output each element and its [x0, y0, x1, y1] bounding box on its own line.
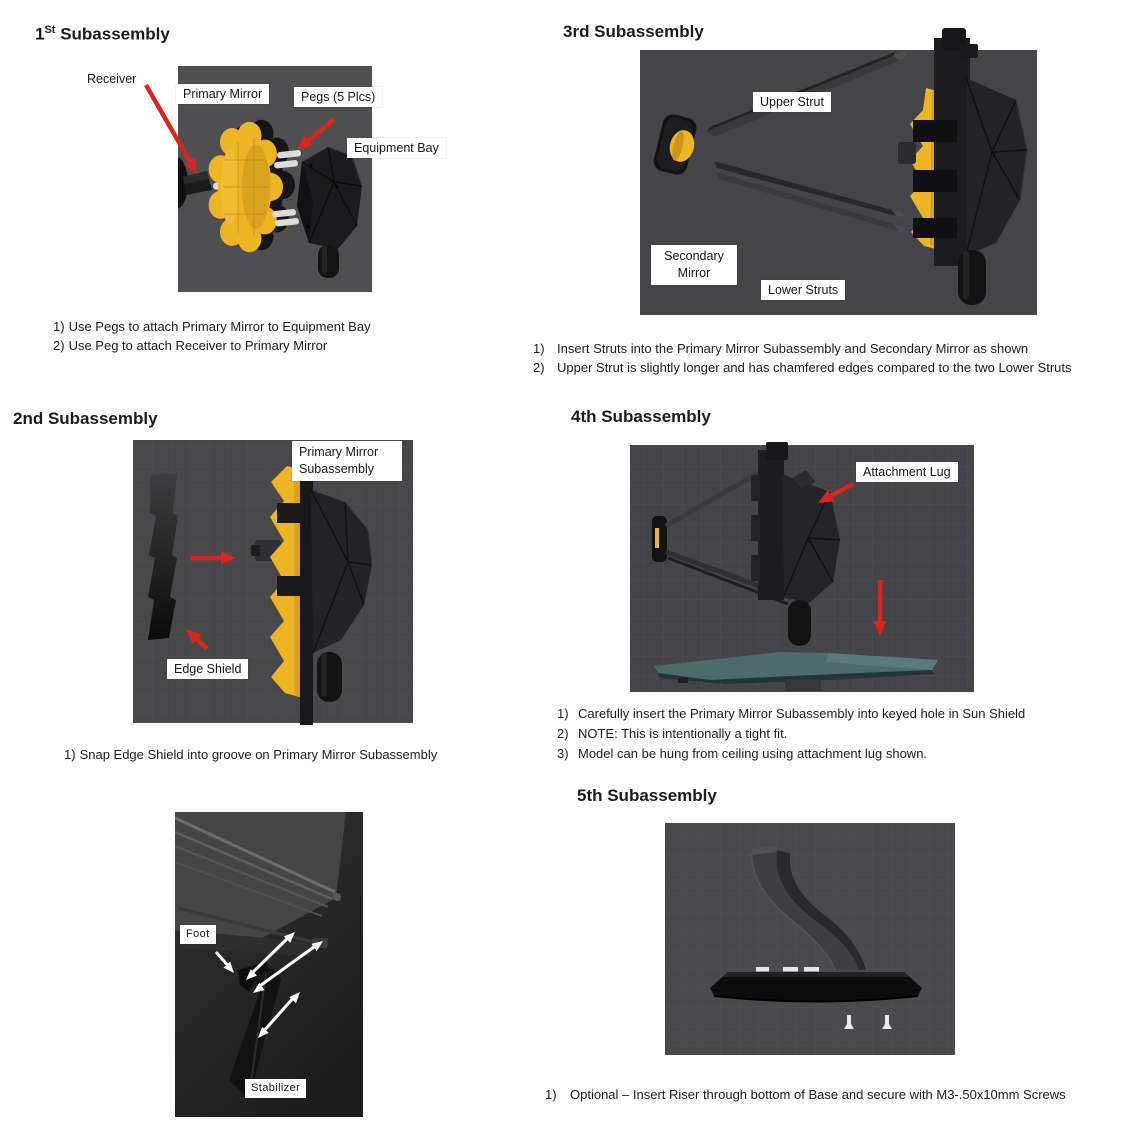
panel-foot-stabilizer-render	[175, 812, 363, 1117]
render-panel-grid	[665, 823, 955, 1055]
red-arrow	[190, 551, 236, 565]
panel-4th-subassembly-render	[630, 442, 974, 692]
red-arrow	[144, 83, 197, 174]
step-item: 2)Use Peg to attach Receiver to Primary …	[53, 338, 328, 353]
panel-2nd-subassembly-render	[133, 440, 413, 725]
primary-mirror-subassembly-part	[751, 442, 841, 646]
label-lower-struts: Lower Struts	[761, 280, 846, 300]
page-title: 1St Subassembly	[35, 24, 170, 44]
base-slot-marks	[756, 967, 819, 972]
label-receiver: Receiver	[87, 72, 137, 86]
label-attachment-lug: Attachment Lug	[856, 462, 958, 482]
stabilizer-part	[229, 968, 281, 1099]
page-title: 4th Subassembly	[571, 407, 711, 427]
receiver-part	[178, 157, 212, 209]
page-title: 2nd Subassembly	[13, 409, 158, 429]
secondary-mirror-part	[652, 516, 667, 562]
white-arrowheads	[223, 932, 323, 1038]
steps-5th-subassembly: 1)Optional – Insert Riser through bottom…	[545, 1086, 1066, 1104]
steps-1st-subassembly: 1)Use Pegs to attach Primary Mirror to E…	[53, 317, 371, 355]
primary-mirror-segment-seams	[222, 138, 270, 237]
steps-3rd-subassembly: 1)Insert Struts into the Primary Mirror …	[533, 340, 1072, 377]
screw-part	[844, 1015, 892, 1029]
label-upper-strut: Upper Strut	[753, 92, 831, 112]
step-item: 1)Use Pegs to attach Primary Mirror to E…	[53, 319, 371, 334]
sun-shield-corner-part	[175, 812, 346, 956]
primary-mirror-subassembly-part	[270, 453, 373, 725]
steps-2nd-subassembly: 1)Snap Edge Shield into groove on Primar…	[64, 745, 437, 764]
edge-shield-part	[148, 473, 178, 640]
step-item: 1)Insert Struts into the Primary Mirror …	[533, 341, 1029, 356]
label-stabilizer: Stabilizer	[245, 1079, 307, 1098]
step-item: 3)Model can be hung from ceiling using a…	[557, 746, 928, 761]
step-item: 1)Snap Edge Shield into groove on Primar…	[64, 747, 438, 762]
panel-5th-subassembly-render	[665, 823, 955, 1055]
panel-3rd-subassembly-render	[640, 28, 1037, 315]
lower-struts-part	[714, 161, 906, 233]
label-primary-mirror: Primary Mirror	[176, 84, 270, 104]
red-arrow	[873, 580, 887, 636]
pegs-part	[272, 150, 302, 227]
base-part	[710, 972, 922, 1003]
label-pegs: Pegs (5 Plcs)	[294, 87, 383, 107]
attachment-lug-part	[792, 470, 816, 489]
label-equipment-bay: Equipment Bay	[347, 138, 446, 158]
step-item: 2)Upper Strut is slightly longer and has…	[533, 359, 1072, 375]
riser-part	[751, 846, 866, 971]
step-item: 1)Optional – Insert Riser through bottom…	[545, 1087, 1066, 1102]
red-arrow	[818, 482, 855, 503]
step-item: 1)Carefully insert the Primary Mirror Su…	[557, 706, 1026, 721]
sun-shield-part	[654, 652, 938, 691]
secondary-mirror-part	[653, 114, 697, 175]
equipment-bay-part	[297, 146, 363, 278]
label-edge-shield: Edge Shield	[167, 659, 249, 679]
red-arrow	[186, 629, 209, 651]
steps-4th-subassembly: 1)Carefully insert the Primary Mirror Su…	[557, 704, 1025, 764]
page-title: 5th Subassembly	[577, 786, 717, 806]
label-foot: Foot	[180, 925, 216, 944]
red-arrow	[297, 117, 336, 150]
step-item: 2)NOTE: This is intentionally a tight fi…	[557, 726, 788, 741]
primary-mirror-subassembly-part	[898, 28, 1028, 305]
page-title: 3rd Subassembly	[563, 22, 704, 42]
